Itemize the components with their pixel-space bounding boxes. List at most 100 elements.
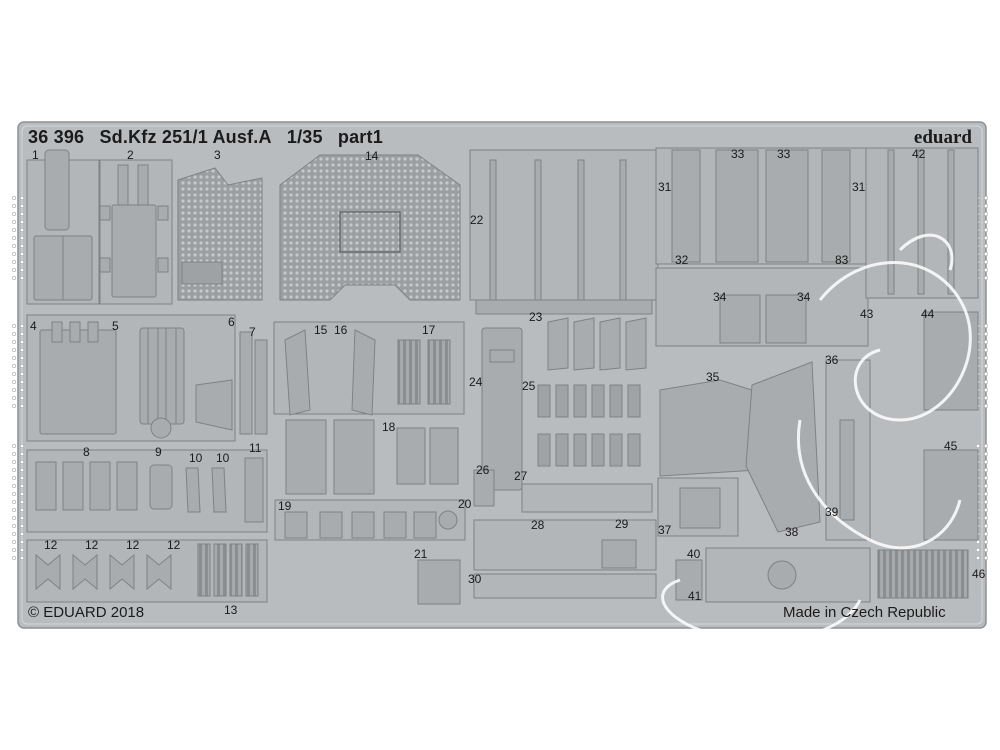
edge-hole: [11, 339, 17, 345]
part-label: 20: [458, 497, 472, 511]
part-label: 16: [334, 323, 348, 337]
edge-hole: [19, 331, 25, 337]
edge-hole: [983, 491, 989, 497]
edge-hole: [11, 555, 17, 561]
edge-hole: [19, 275, 25, 281]
edge-hole: [11, 251, 17, 257]
edge-hole: [983, 363, 989, 369]
edge-hole: [19, 243, 25, 249]
part-label: 31: [852, 180, 866, 194]
edge-hole: [983, 531, 989, 537]
part-label: 23: [529, 310, 543, 324]
part-label: 41: [688, 589, 702, 603]
edge-hole: [19, 395, 25, 401]
edge-hole: [975, 555, 981, 561]
edge-hole: [19, 267, 25, 273]
part-label: 33: [777, 147, 791, 161]
edge-hole: [983, 443, 989, 449]
edge-hole: [11, 507, 17, 513]
edge-hole: [983, 251, 989, 257]
part-label: 36: [825, 353, 839, 367]
edge-hole: [975, 547, 981, 553]
part-label: 38: [785, 525, 799, 539]
edge-hole: [19, 459, 25, 465]
edge-hole: [983, 539, 989, 545]
edge-hole: [11, 395, 17, 401]
edge-hole: [983, 451, 989, 457]
part-label: 39: [825, 505, 839, 519]
edge-hole: [11, 195, 17, 201]
part-label: 13: [224, 603, 238, 617]
part-label: 2: [127, 148, 134, 162]
part-label: 25: [522, 379, 536, 393]
part-label: 40: [687, 547, 701, 561]
part-label: 19: [278, 499, 292, 513]
edge-hole: [11, 499, 17, 505]
part-label: 14: [365, 149, 379, 163]
part-label: 12: [44, 538, 58, 552]
part-label: 1: [32, 148, 39, 162]
edge-hole: [11, 491, 17, 497]
edge-hole: [11, 387, 17, 393]
part-label: 43: [860, 307, 874, 321]
edge-hole: [11, 459, 17, 465]
edge-hole: [983, 547, 989, 553]
edge-hole: [11, 475, 17, 481]
part-label: 26: [476, 463, 490, 477]
edge-hole: [983, 403, 989, 409]
part-label: 45: [944, 439, 958, 453]
edge-hole: [11, 211, 17, 217]
watermark: [661, 233, 972, 642]
part-label: 34: [713, 290, 727, 304]
edge-hole: [983, 211, 989, 217]
part-label: 3: [214, 148, 221, 162]
edge-hole: [11, 443, 17, 449]
edge-hole: [11, 539, 17, 545]
part-label: 37: [658, 523, 672, 537]
edge-hole: [19, 403, 25, 409]
part-14-mesh: [279, 154, 461, 301]
edge-hole: [19, 235, 25, 241]
part-label: 8: [83, 445, 90, 459]
part-label: 12: [126, 538, 140, 552]
edge-hole: [983, 331, 989, 337]
edge-hole: [11, 219, 17, 225]
part-label: 12: [167, 538, 181, 552]
edge-hole: [19, 227, 25, 233]
edge-hole: [19, 339, 25, 345]
edge-hole: [19, 499, 25, 505]
edge-hole: [983, 507, 989, 513]
edge-hole: [11, 483, 17, 489]
edge-hole: [983, 235, 989, 241]
part-label: 7: [249, 325, 256, 339]
edge-hole: [19, 355, 25, 361]
edge-hole: [11, 243, 17, 249]
edge-hole: [19, 323, 25, 329]
edge-hole: [983, 459, 989, 465]
part-label: 28: [531, 518, 545, 532]
part-label: 11: [249, 441, 262, 455]
part-label: 4: [30, 319, 37, 333]
part-label: 44: [921, 307, 935, 321]
part-label: 30: [468, 572, 482, 586]
edge-hole: [11, 323, 17, 329]
edge-hole: [11, 275, 17, 281]
edge-hole: [11, 259, 17, 265]
edge-hole: [983, 323, 989, 329]
edge-hole: [11, 267, 17, 273]
part-label: 33: [731, 147, 745, 161]
edge-hole: [19, 219, 25, 225]
edge-hole: [19, 451, 25, 457]
edge-hole: [19, 491, 25, 497]
edge-hole: [19, 555, 25, 561]
edge-hole: [11, 523, 17, 529]
edge-hole: [19, 363, 25, 369]
edge-hole: [19, 483, 25, 489]
edge-hole: [11, 227, 17, 233]
edge-hole: [11, 235, 17, 241]
edge-hole: [19, 467, 25, 473]
part-label: 42: [912, 147, 926, 161]
edge-hole: [19, 347, 25, 353]
edge-hole: [11, 355, 17, 361]
